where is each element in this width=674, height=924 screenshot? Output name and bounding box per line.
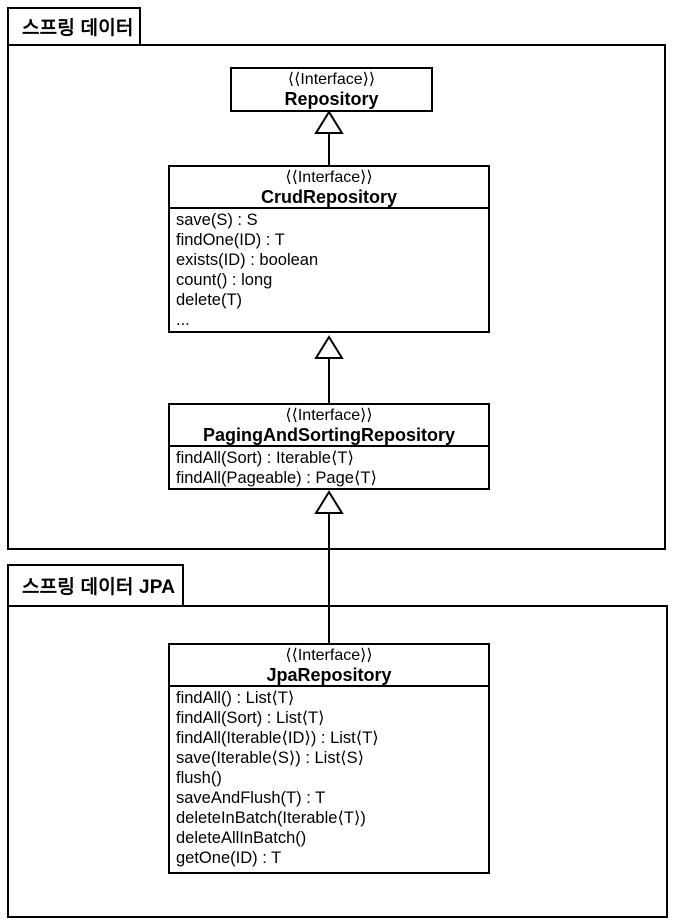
method-list: save(S) : S findOne(ID) : T exists(ID) :… — [170, 209, 488, 330]
method-item: getOne(ID) : T — [176, 849, 282, 867]
class-name: CrudRepository — [260, 187, 397, 207]
generalization-arrow-jpa-to-paging — [314, 490, 344, 644]
method-list: findAll(Sort) : Iterable⟨T⟩ findAll(Page… — [170, 447, 488, 488]
method-item: findAll(Sort) : List⟨T⟩ — [176, 709, 325, 727]
method-item: findAll(Iterable⟨ID⟩) : List⟨T⟩ — [176, 729, 379, 747]
hollow-triangle-icon — [314, 110, 344, 134]
package-spring-data-jpa-label: 스프링 데이터 JPA — [22, 577, 176, 598]
method-item: deleteAllInBatch() — [176, 829, 307, 847]
class-box-jpa-repository: ⟨⟨Interface⟩⟩ JpaRepository findAll() : … — [168, 643, 490, 874]
method-item: flush() — [176, 769, 222, 787]
method-item: saveAndFlush(T) : T — [176, 789, 326, 807]
hollow-triangle-icon — [314, 490, 344, 514]
class-box-repository: ⟨⟨Interface⟩⟩ Repository — [230, 67, 433, 112]
method-item: findAll(Pageable) : Page⟨T⟩ — [176, 469, 377, 487]
stereotype-label: ⟨⟨Interface⟩⟩ — [285, 169, 373, 186]
class-header: ⟨⟨Interface⟩⟩ JpaRepository — [170, 645, 488, 687]
class-header: ⟨⟨Interface⟩⟩ Repository — [232, 69, 431, 109]
class-header: ⟨⟨Interface⟩⟩ CrudRepository — [170, 167, 488, 209]
stereotype-label: ⟨⟨Interface⟩⟩ — [287, 71, 376, 88]
method-item: findAll(Sort) : Iterable⟨T⟩ — [176, 449, 354, 467]
class-name: JpaRepository — [266, 665, 392, 685]
method-item: exists(ID) : boolean — [176, 251, 319, 269]
class-header: ⟨⟨Interface⟩⟩ PagingAndSortingRepository — [170, 405, 488, 447]
package-spring-data-jpa-tab: 스프링 데이터 JPA — [7, 564, 184, 607]
class-name: PagingAndSortingRepository — [203, 425, 455, 445]
method-item: count() : long — [176, 271, 273, 289]
method-item: deleteInBatch(Iterable⟨T⟩) — [176, 809, 366, 827]
method-item: delete(T) — [176, 291, 243, 309]
stereotype-label: ⟨⟨Interface⟩⟩ — [285, 407, 373, 424]
stereotype-label: ⟨⟨Interface⟩⟩ — [285, 647, 373, 664]
method-item: findAll() : List⟨T⟩ — [176, 689, 295, 707]
class-name: Repository — [284, 89, 379, 109]
package-spring-data-label: 스프링 데이터 — [22, 18, 134, 39]
generalization-arrow-crud-to-repository — [314, 110, 344, 167]
generalization-arrow-paging-to-crud — [314, 335, 344, 404]
method-item: save(Iterable⟨S⟩) : List⟨S⟩ — [176, 749, 365, 767]
class-box-paging-and-sorting-repository: ⟨⟨Interface⟩⟩ PagingAndSortingRepository… — [168, 403, 490, 490]
class-box-crud-repository: ⟨⟨Interface⟩⟩ CrudRepository save(S) : S… — [168, 165, 490, 333]
method-item: ... — [176, 311, 190, 329]
method-item: save(S) : S — [176, 211, 258, 229]
hollow-triangle-icon — [314, 335, 344, 359]
package-spring-data-tab: 스프링 데이터 — [7, 7, 141, 46]
method-list: findAll() : List⟨T⟩ findAll(Sort) : List… — [170, 687, 488, 868]
method-item: findOne(ID) : T — [176, 231, 285, 249]
